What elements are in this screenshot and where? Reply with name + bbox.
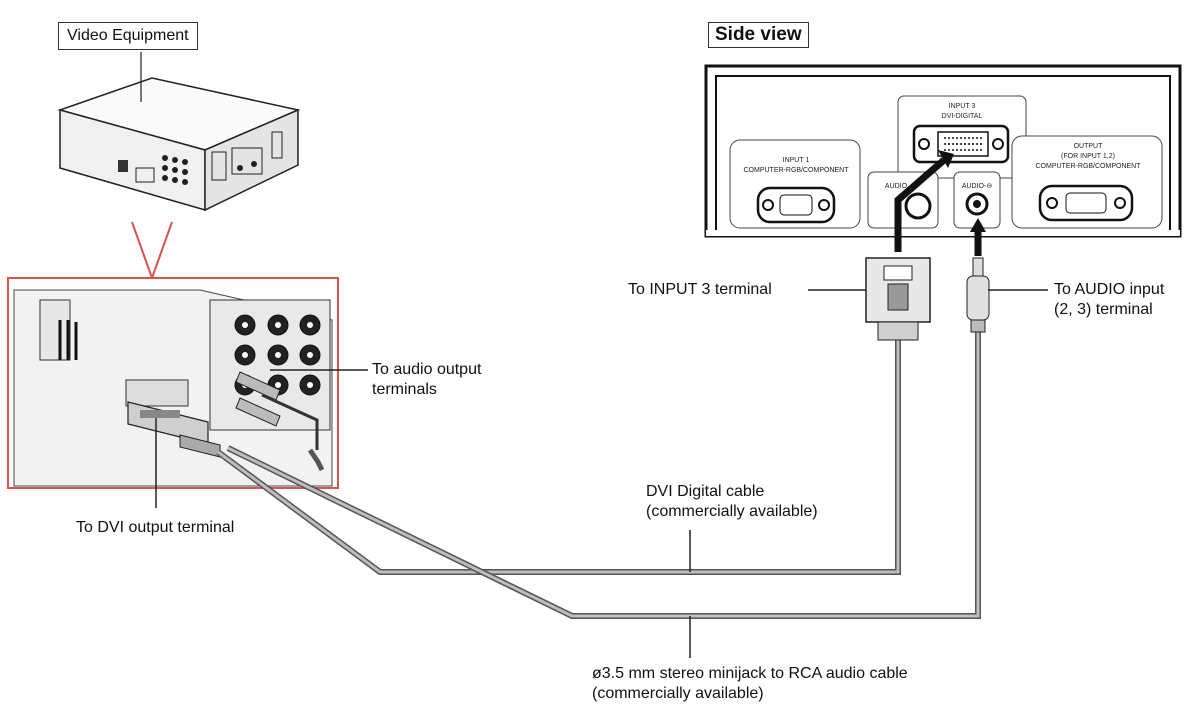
svg-text:(FOR INPUT 1,2): (FOR INPUT 1,2) — [1061, 153, 1115, 160]
dvi-cable-line1: DVI Digital cable — [646, 483, 765, 500]
cables — [216, 325, 981, 619]
svg-text:INPUT 1: INPUT 1 — [783, 157, 810, 164]
audio-cable-label: ø3.5 mm stereo minijack to RCA audio cab… — [592, 664, 908, 704]
minijack-plug — [966, 257, 990, 333]
to-input3-label: To INPUT 3 terminal — [628, 281, 772, 298]
to-audio-input-line2: (2, 3) terminal — [1054, 301, 1153, 318]
to-audio-output-line2: terminals — [372, 381, 437, 398]
svg-text:INPUT 3: INPUT 3 — [949, 103, 976, 110]
svg-text:AUDIO: AUDIO — [885, 183, 908, 190]
audio-cable-line1: ø3.5 mm stereo minijack to RCA audio cab… — [592, 665, 908, 682]
to-audio-input-label: To AUDIO input (2, 3) terminal — [1054, 280, 1164, 320]
side-view-label: Side view — [708, 22, 809, 48]
video-equipment-label: Video Equipment — [58, 22, 198, 50]
leader-lines — [155, 289, 1048, 658]
dvi-cable-label: DVI Digital cable (commercially availabl… — [646, 482, 818, 522]
svg-text:AUDIO-⊖: AUDIO-⊖ — [962, 183, 993, 190]
to-audio-output-line1: To audio output — [372, 361, 482, 378]
dvi-plug — [865, 257, 931, 341]
svg-text:COMPUTER-RGB/COMPONENT: COMPUTER-RGB/COMPONENT — [744, 167, 850, 174]
svg-text:OUTPUT: OUTPUT — [1074, 143, 1104, 150]
svg-text:DVI-DIGITAL: DVI-DIGITAL — [942, 113, 983, 120]
svg-text:COMPUTER-RGB/COMPONENT: COMPUTER-RGB/COMPONENT — [1036, 163, 1142, 170]
audio-cable-line2: (commercially available) — [592, 685, 764, 702]
to-dvi-output-label: To DVI output terminal — [76, 519, 235, 536]
zoom-callout — [7, 221, 339, 489]
to-audio-input-line1: To AUDIO input — [1054, 281, 1165, 298]
to-audio-output-label: To audio output terminals — [372, 360, 481, 400]
video-equipment-device — [57, 77, 301, 212]
dvi-cable-line2: (commercially available) — [646, 503, 818, 520]
projector-side-panel: INPUT 3 DVI-DIGITAL INPUT 1 COMPUTER-RGB… — [704, 64, 1182, 256]
